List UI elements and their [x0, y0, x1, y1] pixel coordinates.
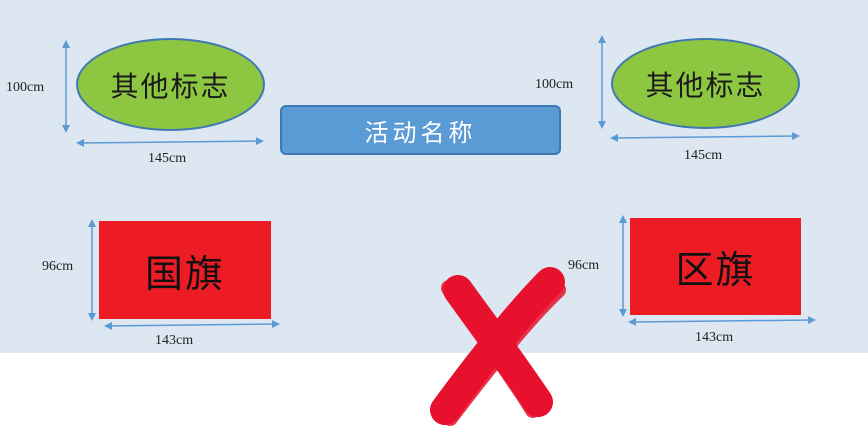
national-flag-label: 国旗: [144, 251, 225, 296]
regional-flag: 区旗: [630, 218, 801, 315]
national-flag: 国旗: [99, 221, 271, 319]
logo-right-width-label: 145cm: [684, 148, 723, 163]
logo-left-width-label: 145cm: [148, 151, 187, 166]
logo-left: 其他标志: [76, 38, 265, 131]
logo-right-height-label: 100cm: [535, 77, 574, 92]
event-name-label: 活动名称: [364, 118, 477, 147]
flag-left-height-label: 96cm: [42, 259, 74, 274]
logo-left-height-label: 100cm: [6, 80, 45, 95]
event-name-banner: 活动名称: [280, 105, 561, 155]
flag-left-width-arrow: [104, 320, 280, 330]
logo-right: 其他标志: [611, 38, 800, 129]
logo-left-label: 其他标志: [110, 69, 231, 103]
regional-flag-label: 区旗: [675, 248, 756, 292]
flag-right-height-label: 96cm: [568, 258, 600, 273]
logo-left-width-arrow: [76, 137, 264, 147]
logo-right-width-arrow: [610, 132, 800, 142]
logo-right-label: 其他标志: [645, 68, 766, 102]
flag-right-width-label: 143cm: [695, 330, 734, 345]
flag-left-width-label: 143cm: [155, 333, 194, 348]
flag-right-width-arrow: [628, 316, 816, 326]
